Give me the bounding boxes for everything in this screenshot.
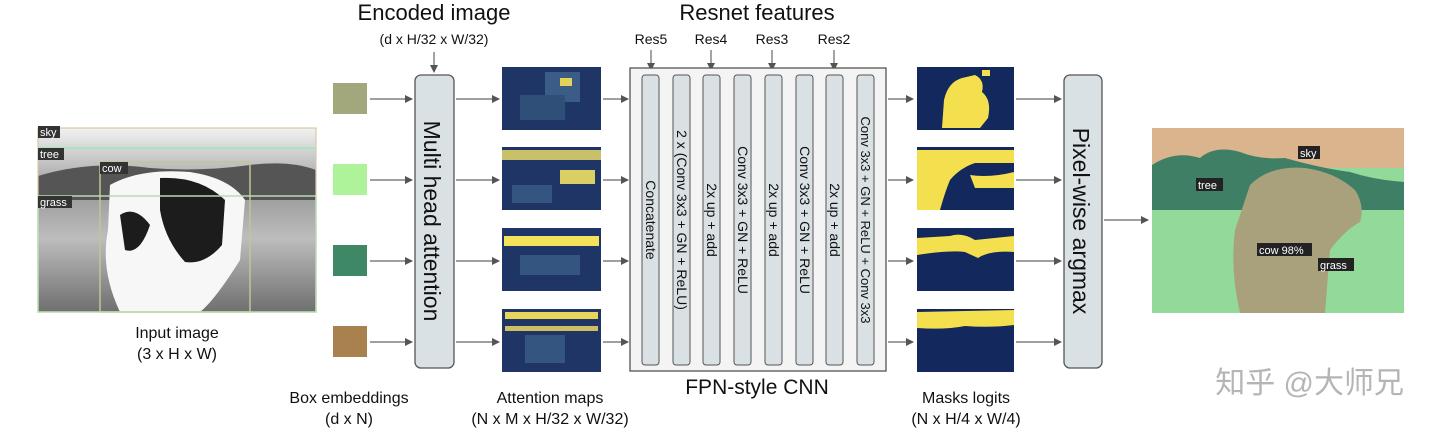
mask-logit [917,147,1014,210]
output-label-grass: grass [1320,260,1347,272]
output-image: sky tree cow 98% grass [1152,128,1404,313]
fpn-layer-label: Conv 3x3 + GN + ReLU [735,146,751,294]
fpn-layer [641,74,660,366]
fpn-layer-label: 2x up + add [766,183,782,257]
mask-logit [917,309,1014,372]
output-label-cow: cow 98% [1259,245,1304,257]
attention-map [502,67,601,130]
box-embedding-swatch [333,83,367,114]
attention-map [502,228,601,291]
attention-maps-caption: Attention maps [497,390,604,407]
fpn-layer-label: 2 x (Conv 3x3 + GN + ReLU) [674,130,690,310]
input-image: sky tree cow grass [37,126,317,313]
fpn-layer [795,74,814,366]
fpn-layer-label: 2x up + add [827,183,843,257]
box-embedding-swatch [333,326,367,357]
pixel-wise-argmax-block [1063,74,1103,369]
encoded-image-shape: (d x H/32 x W/32) [380,31,489,47]
input-image-shape: (3 x H x W) [137,346,217,363]
input-box-label-tree: tree [40,149,59,161]
input-box-label-grass: grass [40,197,67,209]
resnet-features-title: Resnet features [679,0,834,25]
input-image-caption: Input image [135,325,219,342]
fpn-layer [825,74,844,366]
fpn-layer [733,74,752,366]
fpn-layer-label: Conv 3x3 + GN + ReLU [797,146,813,294]
output-label-sky: sky [1300,148,1317,160]
attention-map [502,147,601,210]
output-label-tree: tree [1198,180,1217,192]
attention-map [502,309,601,372]
attention-maps-shape: (N x M x H/32 x W/32) [471,411,628,428]
mask-logits-caption: Masks logits [922,390,1010,407]
fpn-cnn-block [629,67,887,372]
fpn-cnn-caption: FPN-style CNN [685,376,829,399]
fpn-layer [764,74,783,366]
fpn-layer [672,74,691,366]
mask-logit [917,67,1014,130]
res-label: Res3 [756,31,789,47]
pixel-wise-argmax-label: Pixel-wise argmax [1068,128,1094,315]
multi-head-attention-block [414,74,455,369]
input-box-label-cow: cow [102,163,122,175]
mask-logit [917,228,1014,291]
box-embeddings-caption: Box embeddings [289,390,408,407]
mask-logits-shape: (N x H/4 x W/4) [911,411,1020,428]
fpn-layer [702,74,721,366]
encoded-image-title: Encoded image [358,0,511,25]
input-box-label-sky: sky [40,127,57,139]
fpn-layer [856,74,875,366]
watermark: 知乎 @大师兄 [1215,367,1404,400]
res-label: Res2 [818,31,851,47]
res-label: Res5 [635,31,668,47]
res-label: Res4 [695,31,728,47]
box-embedding-swatch [333,164,367,195]
fpn-layer-label: 2x up + add [704,183,720,257]
box-embeddings-shape: (d x N) [325,411,373,428]
multi-head-attention-label: Multi head attention [419,121,445,322]
box-embedding-swatch [333,245,367,276]
fpn-layer-label: Concatenate [643,180,659,260]
fpn-layer-label: Conv 3x3 + GN + ReLU + Conv 3x3 [858,116,873,323]
